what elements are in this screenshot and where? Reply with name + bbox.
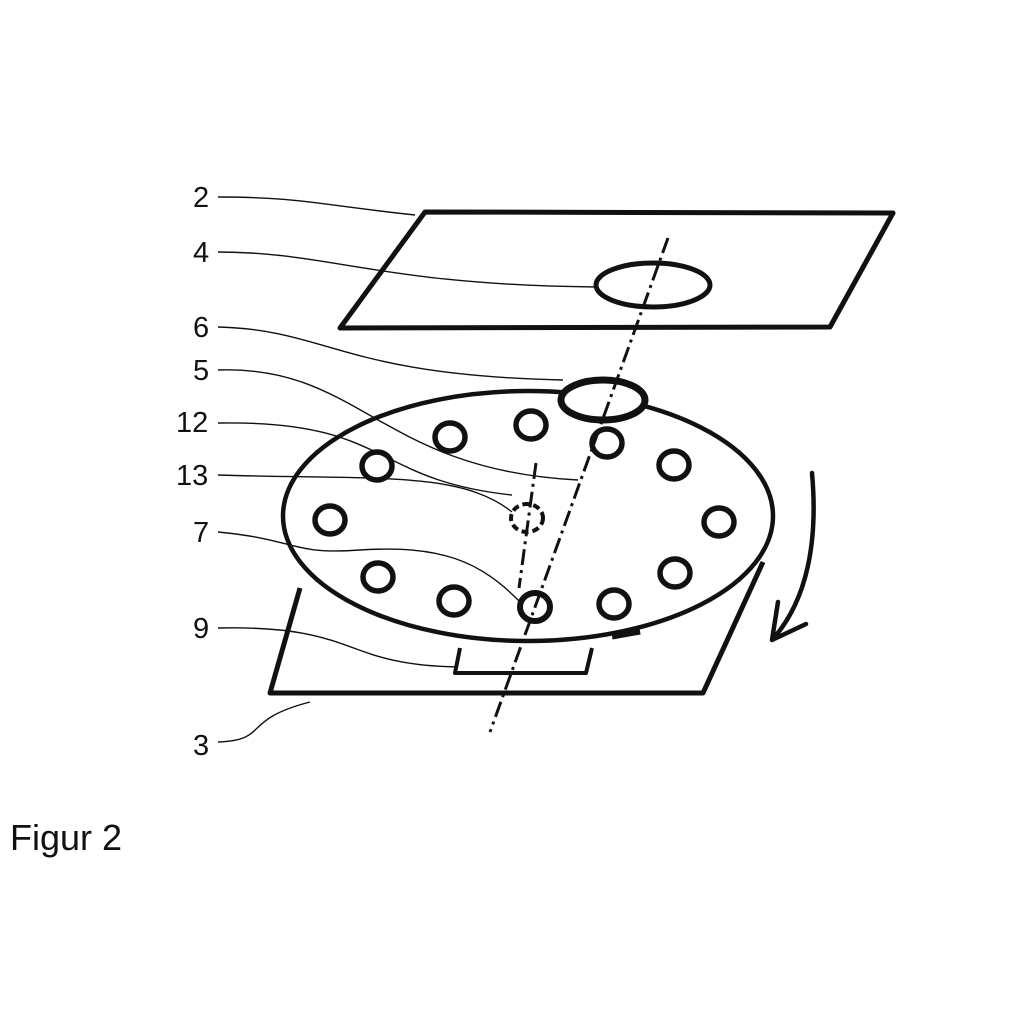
leader-9 [217, 627, 459, 668]
disc-edge-mark [611, 627, 641, 640]
sample-hole [701, 505, 737, 539]
figure-title: Figur 2 [10, 817, 122, 858]
label-3: 3 [193, 730, 209, 762]
opening-4 [593, 260, 713, 310]
ring-6 [557, 376, 649, 424]
leader-3 [217, 701, 311, 743]
sample-hole [436, 584, 472, 618]
leader-13 [217, 474, 513, 513]
label-13: 13 [176, 460, 208, 492]
leader-4 [217, 251, 598, 288]
base-plate-3 [267, 560, 766, 696]
rotation-arrow-icon [769, 470, 816, 643]
leader-5 [217, 369, 579, 481]
component-9 [453, 647, 594, 675]
sample-hole [360, 560, 396, 594]
leader-2 [217, 196, 416, 216]
sample-hole [656, 448, 692, 482]
leader-12 [217, 422, 513, 496]
leader-6 [217, 326, 564, 381]
label-2: 2 [193, 182, 209, 214]
sample-hole [596, 587, 632, 621]
label-4: 4 [193, 237, 209, 269]
label-5: 5 [193, 355, 209, 387]
label-12: 12 [176, 407, 208, 439]
sample-hole [589, 426, 625, 460]
sample-hole [432, 420, 468, 454]
top-plate-2 [337, 209, 896, 331]
sample-holes [312, 408, 737, 621]
sample-hole [513, 408, 549, 442]
sample-hole [312, 503, 348, 537]
label-6: 6 [193, 312, 209, 344]
label-7: 7 [193, 517, 209, 549]
main-axis [488, 237, 670, 733]
rotation-axis-12 [517, 462, 538, 589]
leader-7 [217, 531, 523, 605]
sample-hole [657, 556, 693, 590]
label-9: 9 [193, 613, 209, 645]
hole-7 [517, 590, 553, 624]
rotating-disc [280, 388, 776, 644]
